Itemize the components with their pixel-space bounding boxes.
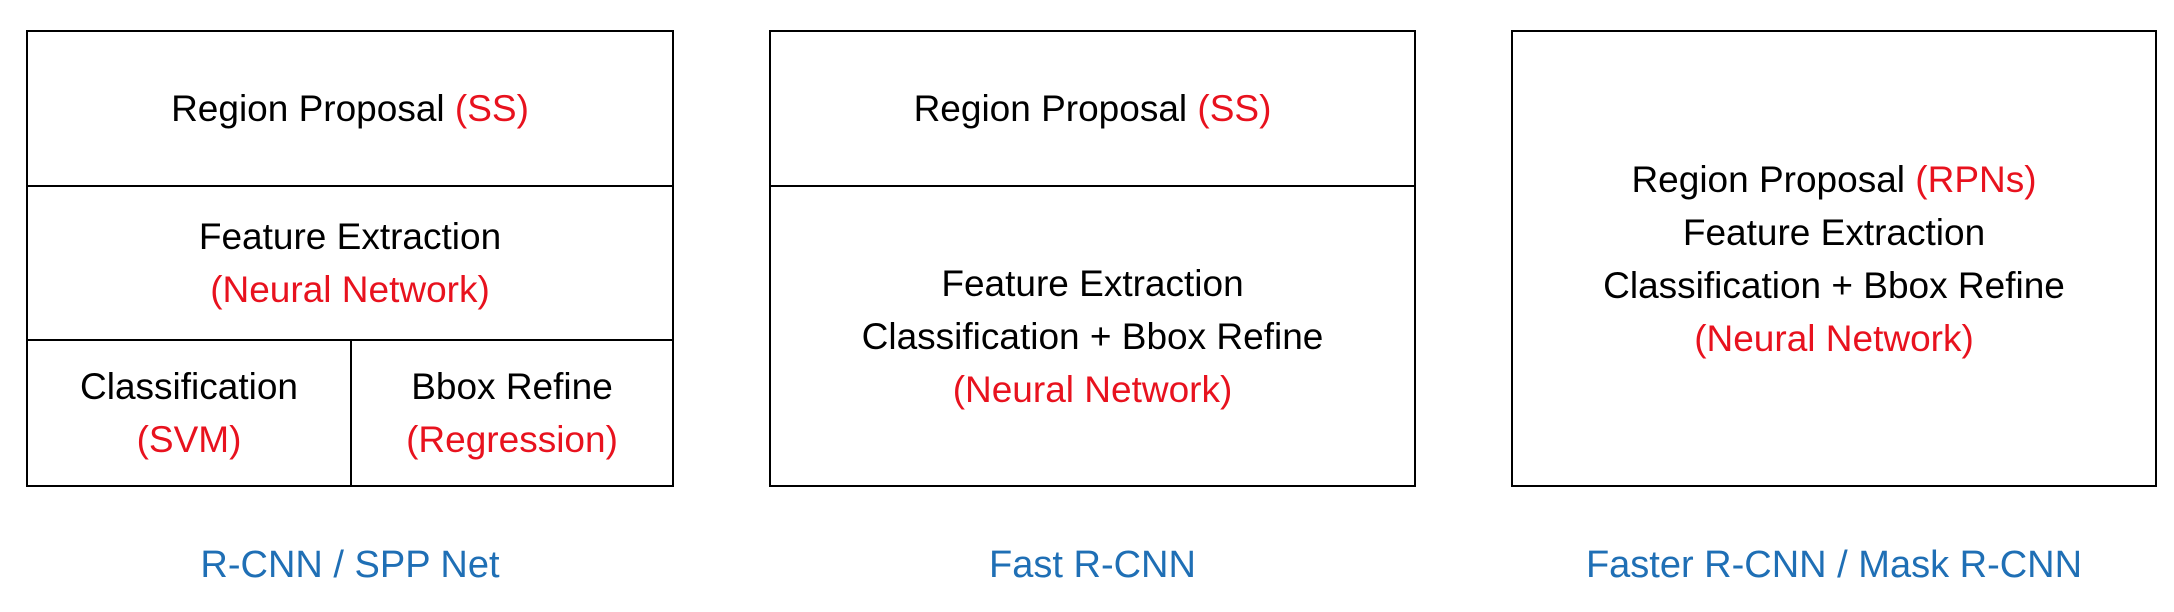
- neural-network-method: (Neural Network): [1694, 317, 1974, 359]
- unified-network-cell: Region Proposal (RPNs) Feature Extractio…: [1513, 32, 2155, 485]
- feature-extraction-cell: Feature Extraction (Neural Network): [28, 187, 672, 339]
- fast-rcnn-pipeline-box: Region Proposal (SS) Feature Extraction …: [769, 30, 1416, 487]
- classification-bbox-label: Classification + Bbox Refine: [1603, 264, 2065, 306]
- region-proposal-line: Region Proposal (RPNs): [1631, 153, 2036, 206]
- region-proposal-method: (SS): [454, 88, 529, 129]
- divider-line: [28, 185, 672, 187]
- region-proposal-label: Region Proposal: [171, 88, 445, 129]
- faster-rcnn-pipeline-box: Region Proposal (RPNs) Feature Extractio…: [1511, 30, 2157, 487]
- classification-bbox-label: Classification + Bbox Refine: [861, 315, 1324, 357]
- divider-line: [350, 339, 352, 485]
- region-proposal-method: (RPNs): [1915, 158, 2037, 200]
- divider-line: [771, 185, 1414, 187]
- feature-extraction-label: Feature Extraction: [941, 262, 1244, 304]
- region-proposal-line: Region Proposal (SS): [171, 82, 529, 135]
- combined-network-cell: Feature Extraction Classification + Bbox…: [771, 187, 1414, 485]
- rcnn-pipeline-box: Region Proposal (SS) Feature Extraction …: [26, 30, 674, 487]
- fast-rcnn-caption: Fast R-CNN: [989, 543, 1196, 586]
- rcnn-caption: R-CNN / SPP Net: [200, 543, 500, 586]
- feature-extraction-label: Feature Extraction: [198, 216, 502, 257]
- region-proposal-cell: Region Proposal (SS): [771, 32, 1414, 185]
- classification-cell: Classification (SVM): [28, 341, 350, 485]
- region-proposal-label: Region Proposal: [913, 88, 1188, 129]
- classification-label: Classification: [80, 366, 298, 407]
- region-proposal-method: (SS): [1197, 88, 1272, 129]
- feature-extraction-label: Feature Extraction: [1682, 211, 1986, 253]
- region-proposal-label: Region Proposal: [1631, 158, 1905, 200]
- region-proposal-cell: Region Proposal (SS): [28, 32, 672, 185]
- faster-rcnn-caption: Faster R-CNN / Mask R-CNN: [1585, 543, 2083, 586]
- region-proposal-line: Region Proposal (SS): [914, 82, 1272, 135]
- classification-method: (SVM): [136, 419, 242, 460]
- bbox-refine-method: (Regression): [406, 419, 618, 460]
- neural-network-method: (Neural Network): [952, 368, 1233, 410]
- bbox-refine-cell: Bbox Refine (Regression): [352, 341, 672, 485]
- bbox-refine-label: Bbox Refine: [411, 366, 613, 407]
- feature-extraction-method: (Neural Network): [210, 269, 490, 310]
